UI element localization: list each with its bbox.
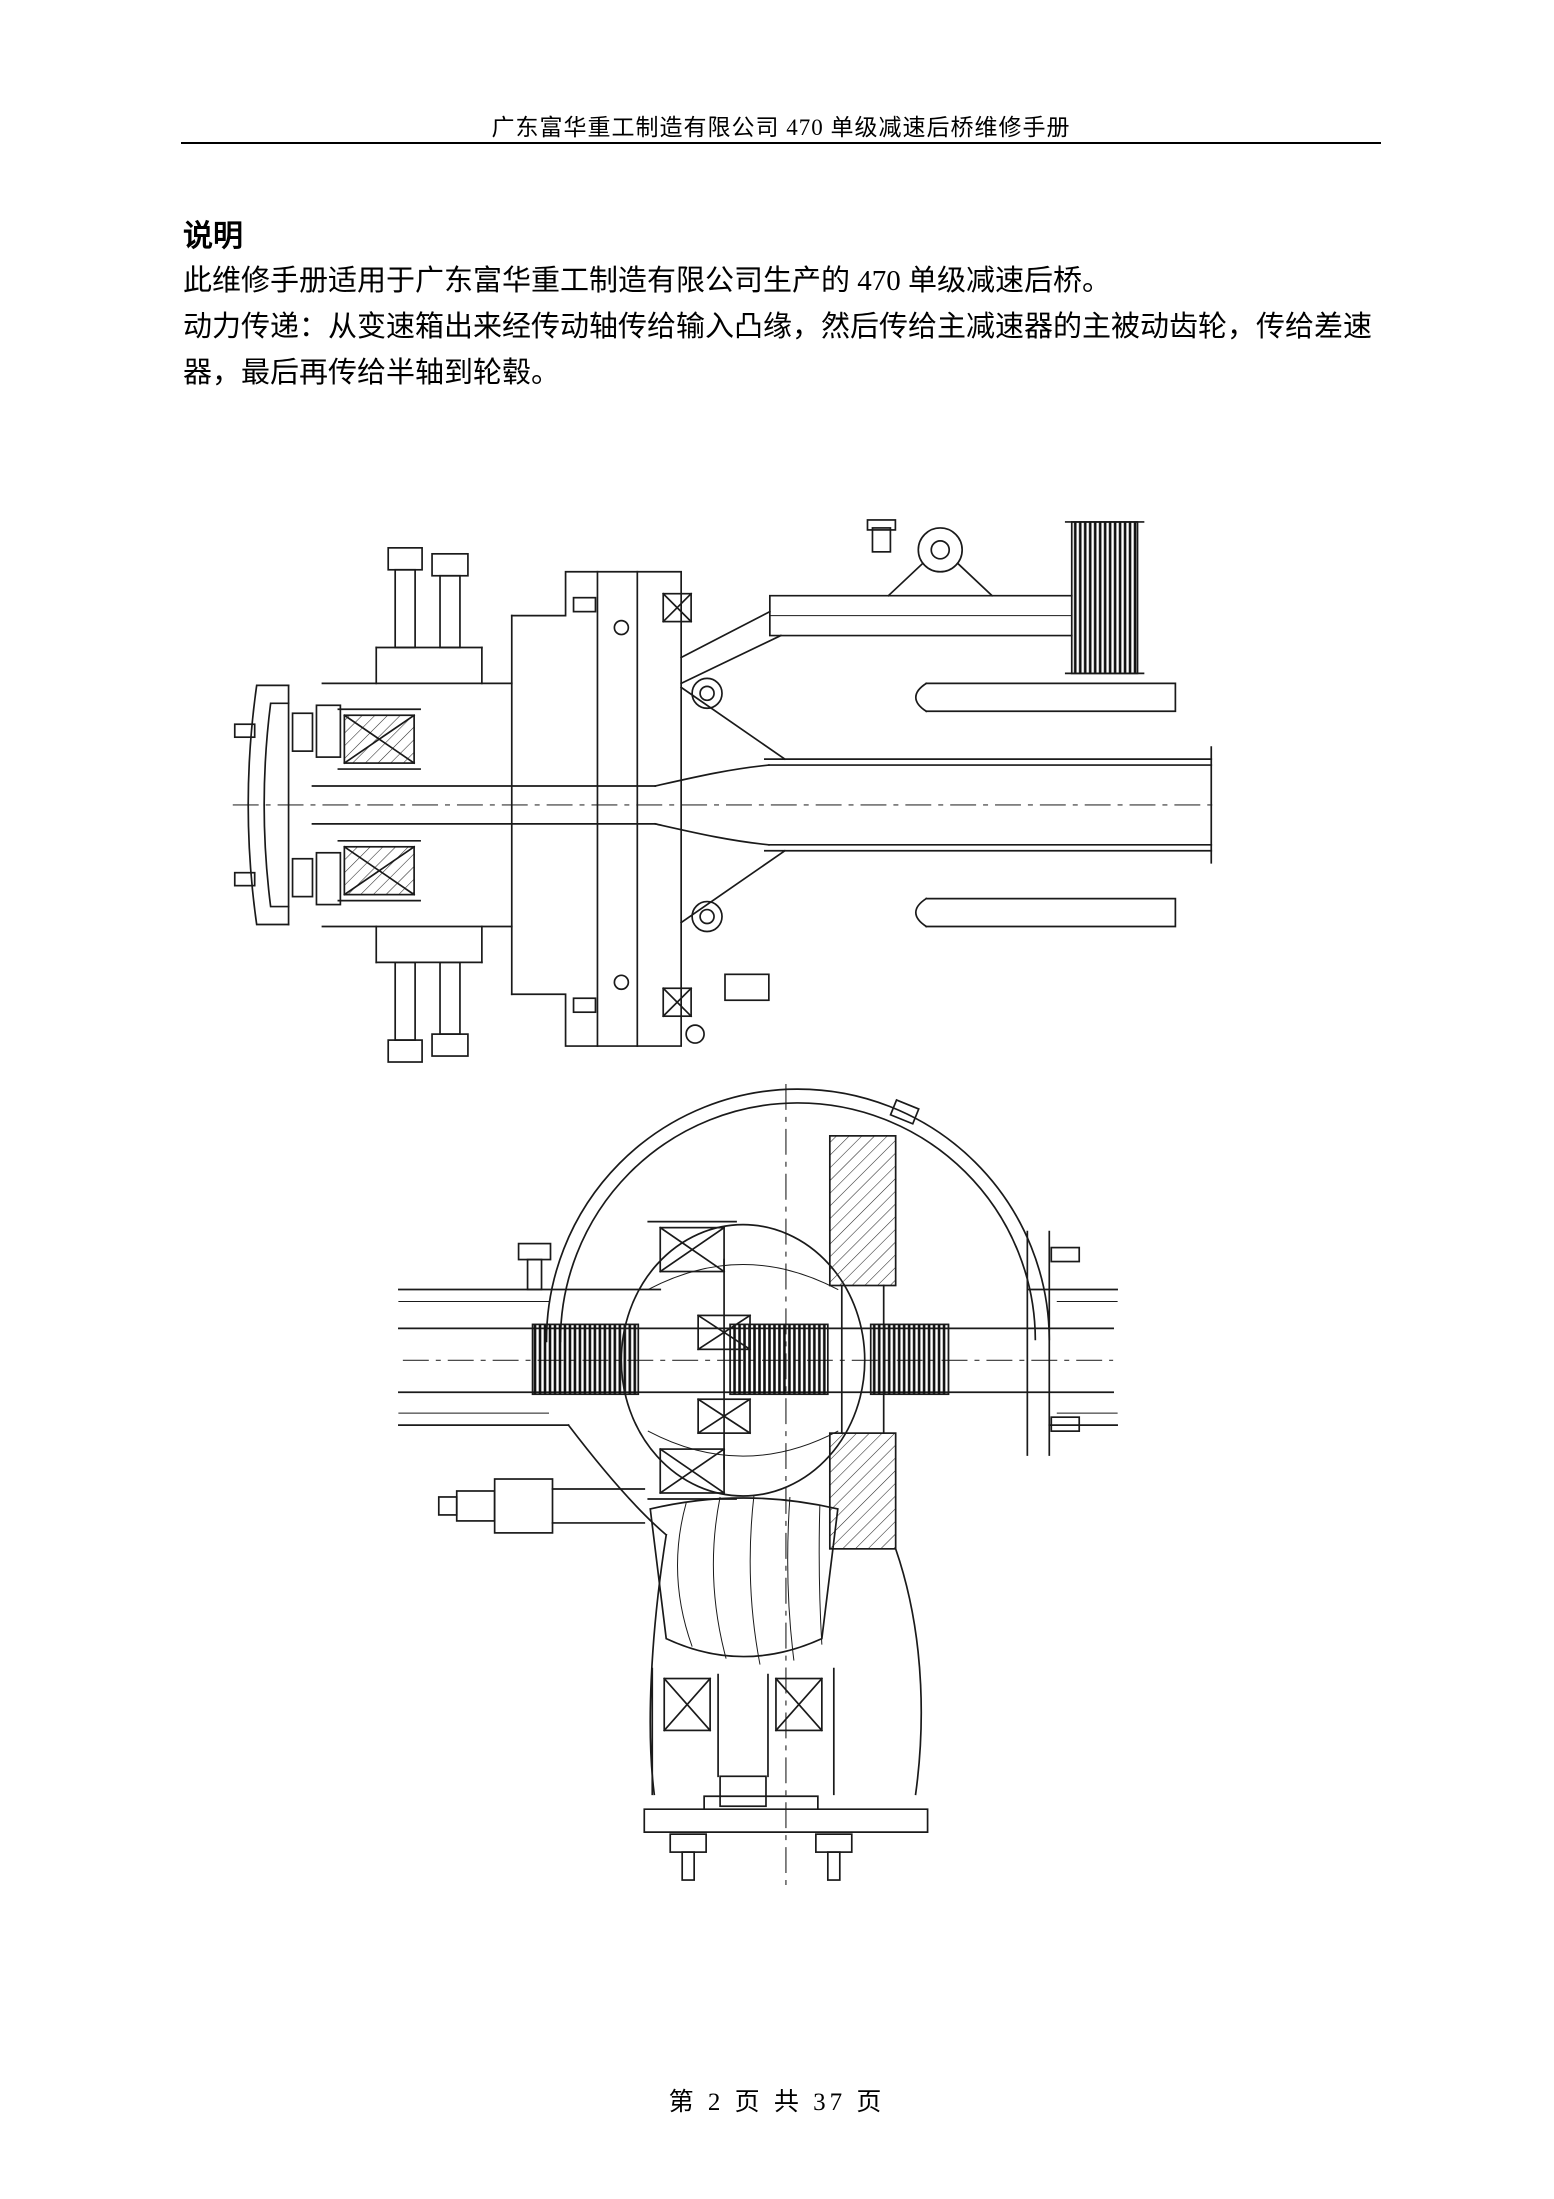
spring-seat-plates — [914, 682, 1177, 928]
figure-differential-section — [398, 1078, 1118, 1896]
pinion-gear — [649, 1494, 839, 1665]
camshaft-bracket — [866, 519, 994, 597]
carrier-housing — [649, 1533, 923, 1796]
axle-shaft — [311, 764, 1213, 846]
flange-bolt-right — [815, 1833, 853, 1881]
half-shaft-splines — [398, 1323, 1114, 1396]
input-flange — [643, 1775, 929, 1834]
ring-gear — [828, 1135, 897, 1550]
hub-axle-cross-section-drawing — [232, 519, 1218, 1063]
axle-tube — [679, 686, 1213, 924]
pinion-shaft-bearings — [651, 1667, 835, 1796]
differential-cross-section-drawing — [398, 1083, 1118, 1891]
body-text: 此维修手册适用于广东富华重工制造有限公司生产的 470 单级减速后桥。 动力传递… — [183, 258, 1381, 396]
flange-bolt-left — [669, 1833, 707, 1881]
section-title: 说明 — [183, 219, 243, 253]
hub-bearing-upper — [337, 708, 421, 770]
page-number: 第 2 页 共 37 页 — [668, 2089, 886, 2116]
body-paragraph-2: 动力传递：从变速箱出来经传动轴传给输入凸缘，然后传给主减速器的主被动齿轮，传给差… — [183, 311, 1373, 389]
brake-drum-spider — [510, 570, 683, 1047]
brake-camshaft — [680, 521, 1145, 685]
hub-bearing-lower — [337, 839, 421, 902]
axle-arm-right — [1026, 1230, 1118, 1456]
body-paragraph-1: 此维修手册适用于广东富华重工制造有限公司生产的 470 单级减速后桥。 — [183, 265, 1112, 297]
header-rule — [181, 142, 1381, 144]
housing-dome — [545, 1088, 1051, 1343]
axle-arm-left — [398, 1242, 668, 1537]
camshaft-bushing-upper — [662, 592, 723, 710]
hub-body — [321, 614, 513, 996]
hub-cap — [233, 684, 290, 926]
wheel-studs-top — [375, 547, 483, 649]
wheel-studs-bottom — [375, 961, 483, 1063]
lock-bracket — [437, 1478, 646, 1534]
camshaft-bushing-lower — [662, 900, 770, 1044]
spindle-locknuts — [291, 704, 342, 906]
figure-hub-axle-section — [225, 508, 1225, 1066]
page-header-title: 广东富华重工制造有限公司 470 单级减速后桥维修手册 — [491, 115, 1071, 140]
